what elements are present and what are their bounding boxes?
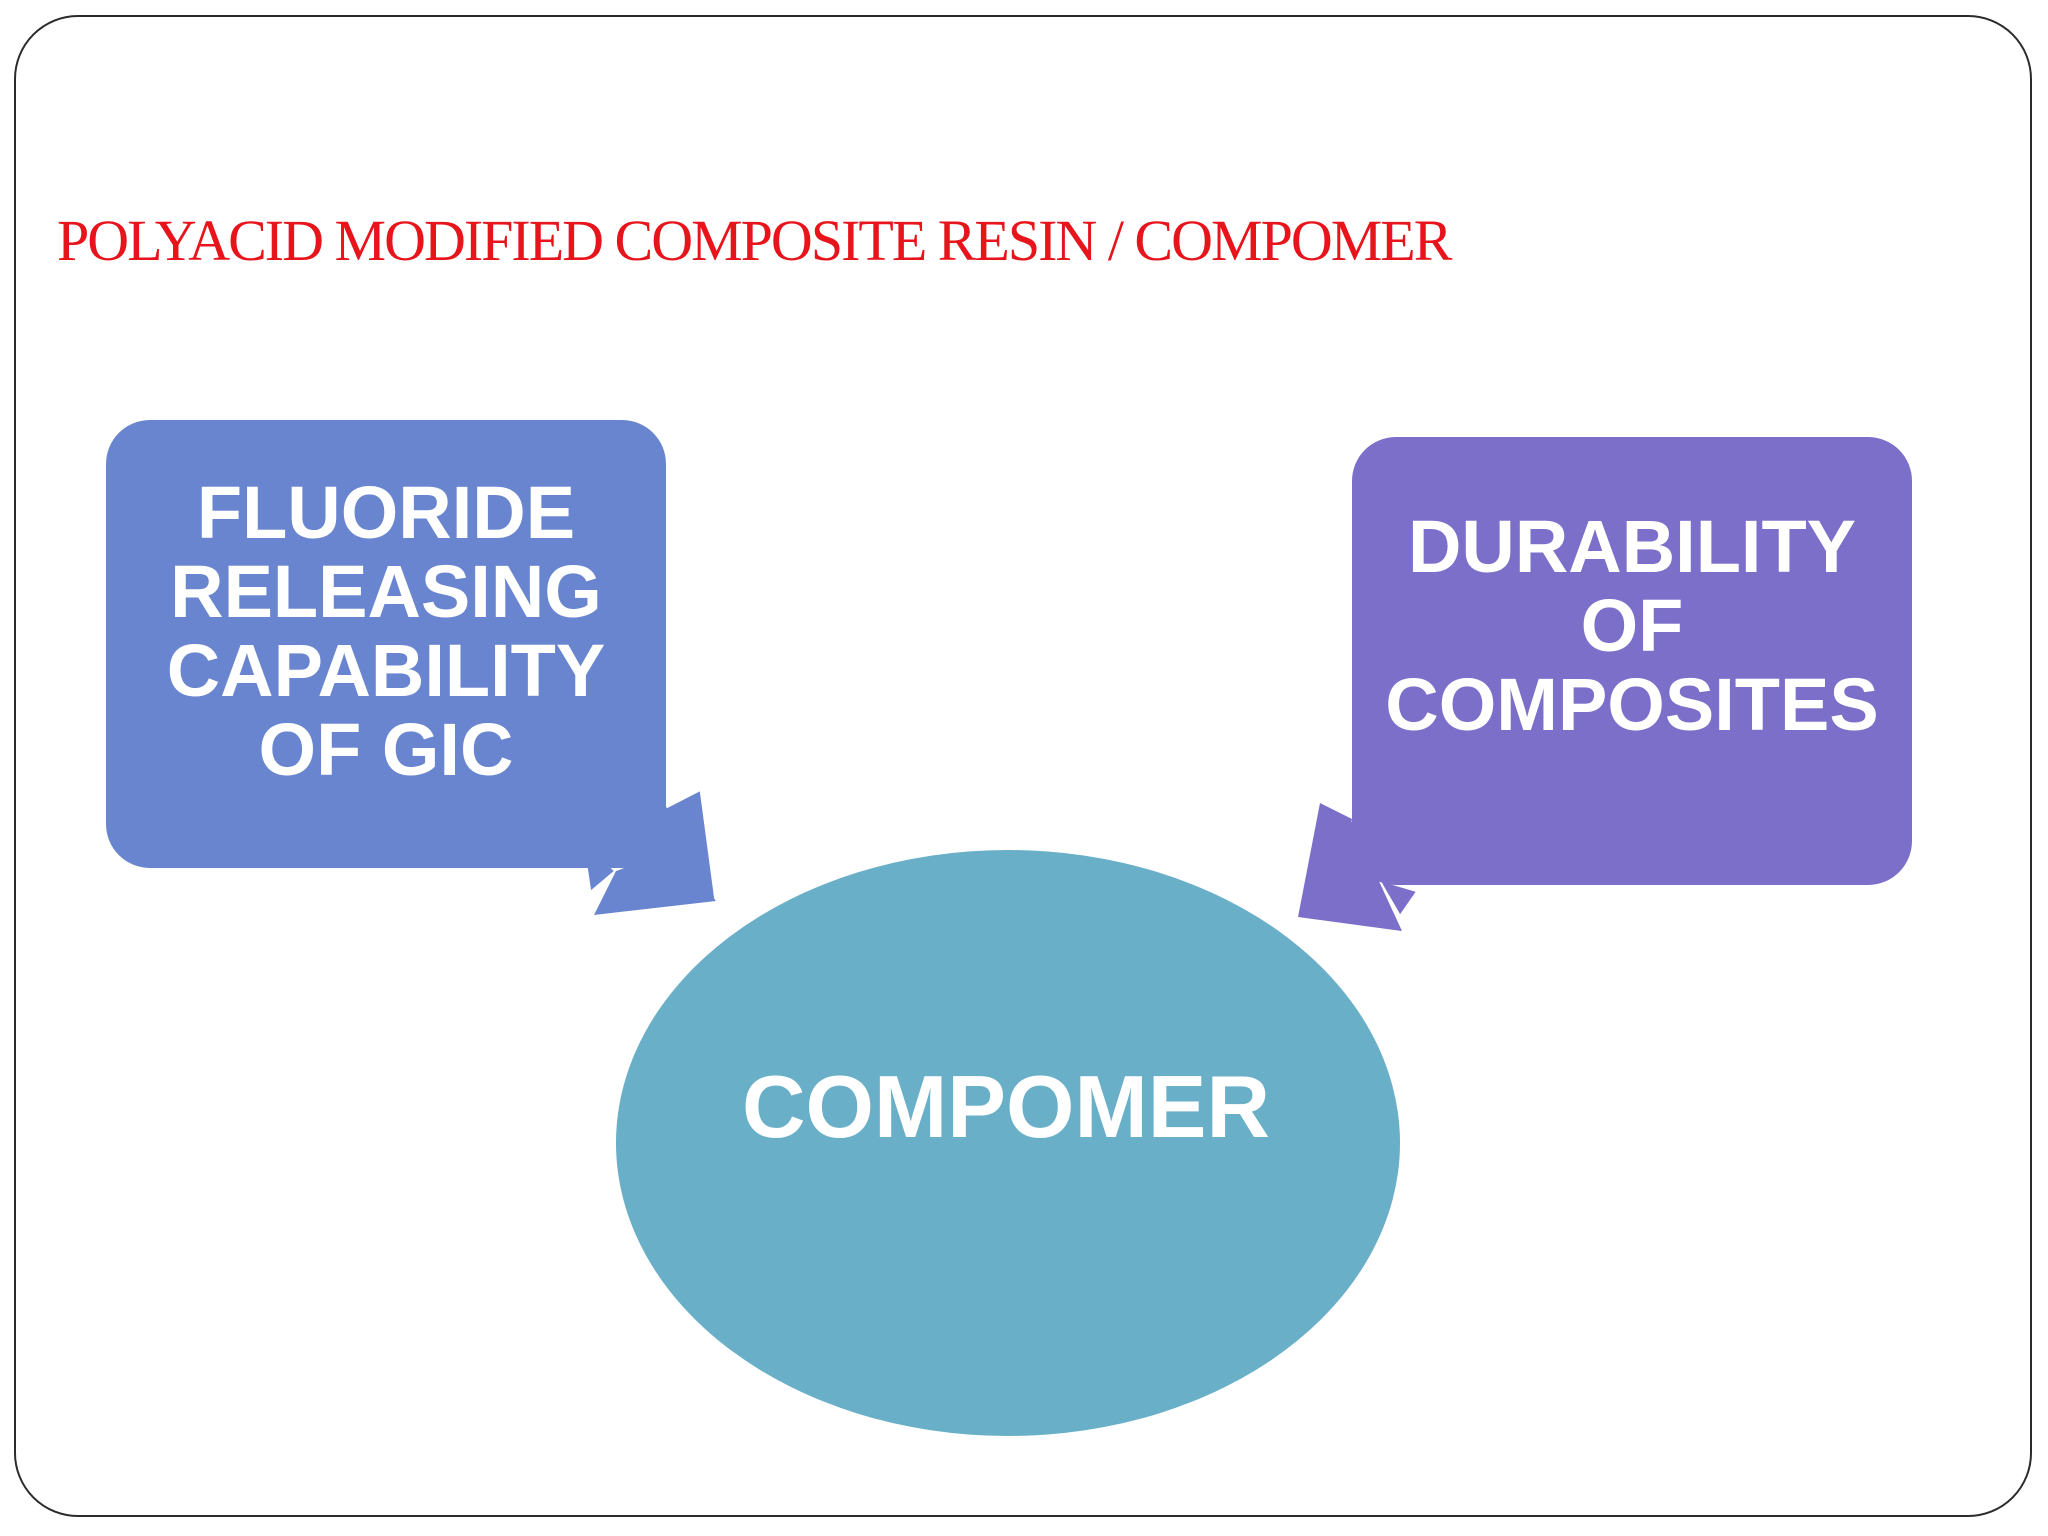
compomer-ellipse bbox=[616, 850, 1400, 1436]
fluoride-line-2: RELEASING bbox=[170, 550, 602, 633]
durability-line-2: OF bbox=[1580, 583, 1684, 667]
fluoride-line-1: FLUORIDE bbox=[196, 471, 576, 554]
right-arrow bbox=[1296, 800, 1421, 933]
slide-frame: POLYACID MODIFIED COMPOSITE RESIN / COMP… bbox=[14, 15, 2032, 1517]
durability-box: DURABILITY OF COMPOSITES bbox=[1352, 437, 1912, 885]
compomer-label: COMPOMER bbox=[742, 1057, 1270, 1156]
slide-title: POLYACID MODIFIED COMPOSITE RESIN / COMP… bbox=[57, 208, 1452, 273]
fluoride-line-3: CAPABILITY bbox=[166, 629, 606, 712]
durability-box-text: DURABILITY OF COMPOSITES bbox=[1385, 507, 1878, 744]
fluoride-line-4: OF GIC bbox=[258, 708, 514, 791]
fluoride-releasing-box: FLUORIDE RELEASING CAPABILITY OF GIC bbox=[106, 420, 666, 868]
durability-line-1: DURABILITY bbox=[1407, 504, 1857, 588]
durability-line-3: COMPOSITES bbox=[1385, 662, 1879, 746]
fluoride-box-text: FLUORIDE RELEASING CAPABILITY OF GIC bbox=[167, 473, 606, 789]
